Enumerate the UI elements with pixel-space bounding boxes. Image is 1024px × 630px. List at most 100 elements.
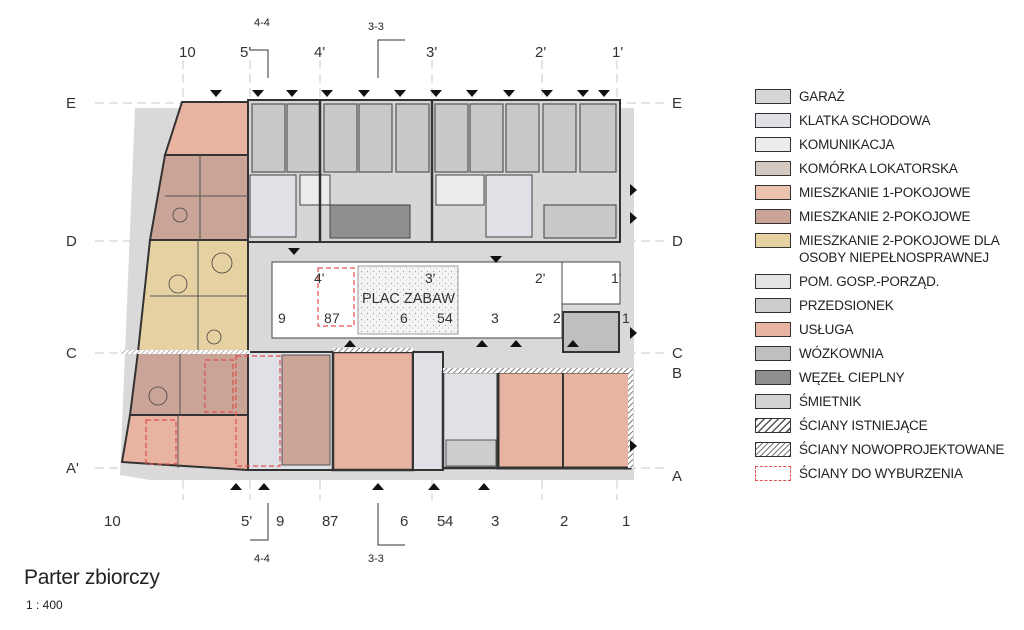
legend-label: KLATKA SCHODOWA	[799, 113, 931, 128]
grid-bottom-2: 2	[560, 513, 568, 530]
playground-title: PLAC ZABAW	[362, 291, 455, 307]
legend-label: ŚMIETNIK	[799, 394, 862, 409]
legend-swatch	[755, 298, 791, 313]
grid-top-5p: 5'	[240, 44, 251, 61]
legend-swatch	[755, 113, 791, 128]
drawing-title: Parter zbiorczy	[24, 566, 160, 589]
legend-swatch	[755, 442, 791, 457]
grid-bottom-4: 4	[445, 513, 453, 530]
pg-num-5: 5	[437, 310, 445, 326]
pg-num-3: 3	[491, 310, 499, 326]
pg-num-8: 8	[324, 310, 332, 326]
legend-label: USŁUGA	[799, 322, 854, 337]
section-4-4-bottom: 4-4	[254, 553, 270, 565]
legend-swatch	[755, 394, 791, 409]
legend-label: POM. GOSP.-PORZĄD.	[799, 274, 940, 289]
grid-right-E: E	[672, 95, 682, 112]
grid-bottom-7: 7	[330, 513, 338, 530]
legend-item: MIESZKANIE 2-POKOJOWE	[755, 208, 1020, 225]
legend-label: PRZEDSIONEK	[799, 298, 894, 313]
grid-top-4p: 4'	[314, 44, 325, 61]
legend-label: MIESZKANIE 2-POKOJOWE DLA OSOBY NIEPEŁNO…	[799, 233, 999, 265]
legend-swatch	[755, 274, 791, 289]
legend-swatch	[755, 466, 791, 481]
legend-item: PRZEDSIONEK	[755, 297, 1020, 314]
section-3-3-bottom: 3-3	[368, 553, 384, 565]
pg-num-6: 6	[400, 310, 408, 326]
grid-left-D: D	[66, 233, 77, 250]
legend-label: GARAŻ	[799, 89, 845, 104]
grid-top-3p: 3'	[426, 44, 437, 61]
legend-label: WÓZKOWNIA	[799, 346, 884, 361]
legend-item: MIESZKANIE 1-POKOJOWE	[755, 184, 1020, 201]
grid-left-A-prime: A'	[66, 460, 79, 477]
section-labels: 4-4 3-3 4-4 3-3	[254, 17, 384, 565]
legend-label: MIESZKANIE 1-POKOJOWE	[799, 185, 971, 200]
pg-num-4: 4	[445, 310, 453, 326]
grid-right-C: C	[672, 345, 683, 362]
grid-bottom-5p: 5'	[241, 513, 252, 530]
legend-swatch	[755, 322, 791, 337]
grid-top-10: 10	[179, 44, 196, 61]
floor-plan: 10 5' 4' 3' 2' 1' 10 5' 9 8 7 6 5 4 3 2 …	[66, 17, 683, 565]
grid-top-2p: 2'	[535, 44, 546, 61]
legend-label: ŚCIANY DO WYBURZENIA	[799, 466, 963, 481]
playground-labels: PLAC ZABAW 4' 3' 2' 1' 9 8 7 6 5 4 3 2 1	[278, 270, 630, 326]
legend-item: KOMÓRKA LOKATORSKA	[755, 160, 1020, 177]
legend-swatch	[755, 233, 791, 248]
legend-label: MIESZKANIE 2-POKOJOWE	[799, 209, 971, 224]
section-4-4-top: 4-4	[254, 17, 270, 29]
legend-item: GARAŻ	[755, 88, 1020, 105]
pg-num-4p: 4'	[314, 270, 324, 286]
legend-item: WÓZKOWNIA	[755, 345, 1020, 362]
legend-swatch	[755, 161, 791, 176]
grid-bottom-5: 5	[437, 513, 445, 530]
pg-num-2p: 2'	[535, 270, 545, 286]
grid-right-D: D	[672, 233, 683, 250]
grid-labels: 10 5' 4' 3' 2' 1' 10 5' 9 8 7 6 5 4 3 2 …	[66, 44, 683, 530]
legend-swatch	[755, 185, 791, 200]
pg-num-9: 9	[278, 310, 286, 326]
legend-item: WĘZEŁ CIEPLNY	[755, 369, 1020, 386]
playground	[271, 261, 621, 339]
legend-item: KLATKA SCHODOWA	[755, 112, 1020, 129]
legend-label: KOMÓRKA LOKATORSKA	[799, 161, 958, 176]
drawing-scale: 1 : 400	[26, 598, 63, 612]
legend-item: ŚCIANY NOWOPROJEKTOWANE	[755, 441, 1020, 458]
legend-item: ŚCIANY ISTNIEJĄCE	[755, 417, 1020, 434]
legend-item: ŚMIETNIK	[755, 393, 1020, 410]
grid-right-B: B	[672, 365, 682, 382]
grid-left-E: E	[66, 95, 76, 112]
section-markers	[250, 39, 405, 546]
grid-bottom-1: 1	[622, 513, 630, 530]
legend-item: KOMUNIKACJA	[755, 136, 1020, 153]
grid-right-A: A	[672, 468, 682, 485]
grid-left-C: C	[66, 345, 77, 362]
lower-middle-block	[235, 350, 444, 472]
grid-bottom-10: 10	[104, 513, 121, 530]
legend-item: ŚCIANY DO WYBURZENIA	[755, 465, 1020, 482]
legend-swatch	[755, 89, 791, 104]
garage-block	[247, 99, 621, 243]
legend-swatch	[755, 370, 791, 385]
grid-bottom-8: 8	[322, 513, 330, 530]
pg-num-7: 7	[332, 310, 340, 326]
legend-swatch	[755, 209, 791, 224]
grid-bottom-3: 3	[491, 513, 499, 530]
legend-label: KOMUNIKACJA	[799, 137, 895, 152]
legend-label: WĘZEŁ CIEPLNY	[799, 370, 905, 385]
legend-label: ŚCIANY ISTNIEJĄCE	[799, 418, 928, 433]
legend-item: MIESZKANIE 2-POKOJOWE DLA OSOBY NIEPEŁNO…	[755, 232, 1020, 266]
pg-num-1: 1	[622, 310, 630, 326]
door-markers	[210, 90, 637, 490]
grid-bottom-9: 9	[276, 513, 284, 530]
legend-swatch	[755, 137, 791, 152]
legend: GARAŻ KLATKA SCHODOWA KOMUNIKACJA KOMÓRKA L…	[755, 88, 1020, 489]
grid-bottom-6: 6	[400, 513, 408, 530]
left-wing	[120, 101, 249, 472]
legend-label: ŚCIANY NOWOPROJEKTOWANE	[799, 442, 1005, 457]
existing-walls	[120, 348, 633, 468]
legend-swatch	[755, 418, 791, 433]
grid-top-1p: 1'	[612, 44, 623, 61]
pg-num-2: 2	[553, 310, 561, 326]
